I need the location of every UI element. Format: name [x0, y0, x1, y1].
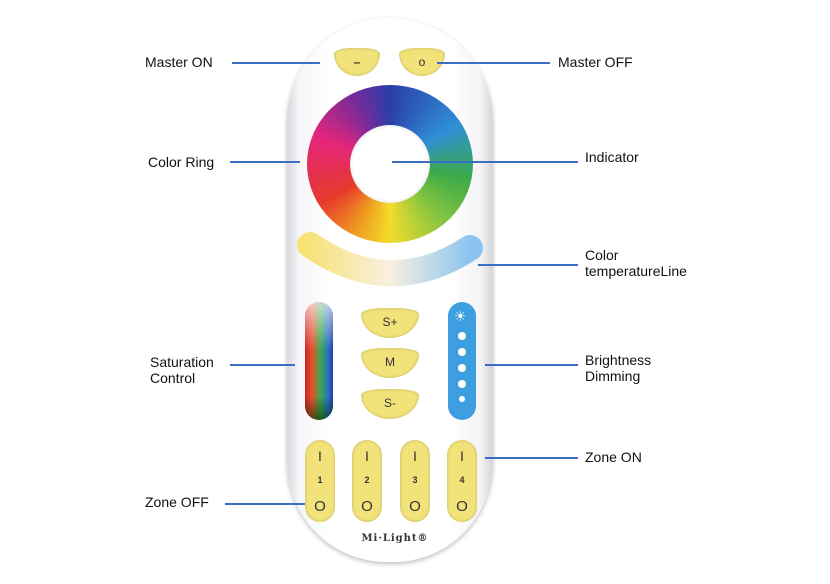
saturation-strip[interactable]: [305, 302, 333, 420]
label-line: Color: [585, 247, 619, 263]
brightness-dot: [458, 380, 466, 388]
label-line: Dimming: [585, 368, 641, 384]
brightness-dot: [458, 364, 466, 372]
zone-number: 4: [459, 475, 465, 485]
zone-on-mark: I: [365, 448, 369, 464]
leader-line: [230, 161, 300, 163]
label-master-on: Master ON: [145, 54, 213, 70]
leader-line: [478, 264, 578, 266]
label-line: Control: [150, 370, 196, 386]
zone-on-mark: I: [460, 448, 464, 464]
brightness-dot: [458, 348, 466, 356]
zone-on-mark: I: [413, 448, 417, 464]
brand-logo: Mi·Light®: [361, 533, 429, 544]
label-zone-on: Zone ON: [585, 449, 642, 465]
zone-off-mark: O: [409, 498, 421, 515]
zone-number: 3: [412, 475, 418, 485]
zone-number: 2: [364, 475, 370, 485]
label-line: temperatureLine: [585, 263, 687, 279]
label-color-ring: Color Ring: [148, 154, 215, 170]
leader-line: [437, 62, 550, 64]
leader-line: [392, 161, 578, 163]
label-indicator: Indicator: [585, 149, 639, 165]
leader-line: [225, 503, 305, 505]
sun-icon: ☀: [454, 308, 467, 324]
zone-off-mark: O: [456, 498, 468, 515]
brightness-dot: [459, 396, 465, 402]
zone-number: 1: [317, 475, 323, 485]
label-zone-off: Zone OFF: [145, 494, 209, 510]
leader-line: [232, 62, 320, 64]
leader-line: [485, 364, 578, 366]
leader-line: [230, 364, 295, 366]
zone-off-mark: O: [314, 498, 326, 515]
leader-line: [485, 457, 578, 459]
zone-off-mark: O: [361, 498, 373, 515]
zone-on-mark: I: [318, 448, 322, 464]
label-line: Brightness: [585, 352, 652, 368]
label-line: Saturation: [150, 354, 214, 370]
brightness-dot: [458, 332, 466, 340]
label-master-off: Master OFF: [558, 54, 633, 70]
indicator-light: [350, 125, 430, 203]
brightness-strip[interactable]: ☀: [448, 302, 476, 420]
